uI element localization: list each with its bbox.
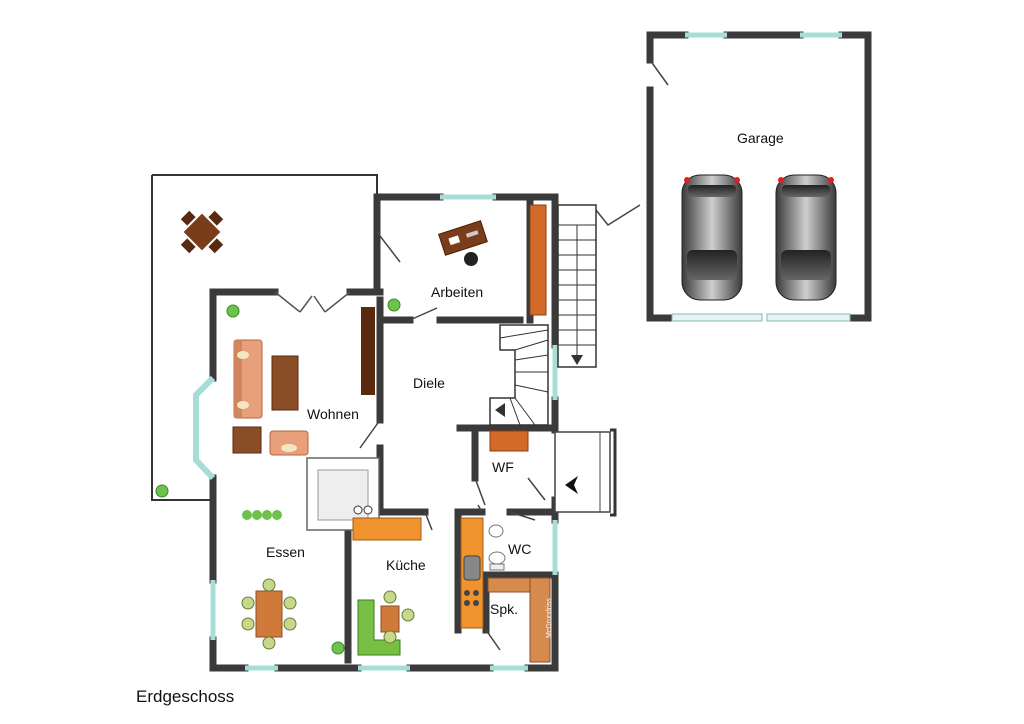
plant-icon	[331, 641, 345, 655]
patio-table-icon	[180, 210, 224, 254]
garage-connection-door	[595, 204, 641, 226]
kitchen-counter	[352, 517, 422, 541]
sink-icon	[488, 524, 504, 538]
armchair-icon	[269, 430, 309, 456]
car-icon	[681, 174, 743, 301]
room-label-wohnen: Wohnen	[307, 406, 359, 422]
room-label-wf: WF	[492, 459, 514, 475]
room-label-wc: WC	[508, 541, 531, 557]
patio-door	[274, 291, 351, 313]
entrance-porch	[554, 428, 617, 517]
sink-icon	[463, 555, 481, 581]
garage-walls	[646, 31, 872, 322]
house-windows	[210, 194, 558, 671]
plant-icon	[226, 304, 240, 318]
room-label-arbeiten: Arbeiten	[431, 284, 483, 300]
sofa-icon	[233, 339, 263, 419]
garage-doors	[649, 59, 851, 322]
coffee-table	[271, 355, 299, 411]
doors	[359, 231, 546, 651]
tv-cabinet	[361, 307, 375, 395]
entrance-arrow-icon	[565, 476, 578, 494]
bookshelf	[529, 204, 547, 316]
room-label-spk: Spk.	[490, 601, 518, 617]
stove-knob	[363, 505, 373, 515]
stairs-icon	[557, 204, 597, 368]
house-walls	[209, 193, 559, 672]
floor-title: Erdgeschoss	[136, 687, 235, 706]
room-label-diele: Diele	[413, 375, 445, 391]
dining-table-icon	[241, 578, 297, 650]
bay-window	[193, 375, 216, 481]
watermark: McGrundriss	[546, 598, 553, 638]
stove-knob	[353, 505, 363, 515]
room-label-kueche: Küche	[386, 557, 426, 573]
plant-icon	[155, 484, 169, 498]
office-chair	[464, 252, 478, 266]
side-table	[232, 426, 262, 454]
room-label-essen: Essen	[266, 544, 305, 560]
stairs-icon	[489, 324, 549, 426]
wardrobe	[489, 430, 529, 452]
stove-icon	[464, 590, 479, 606]
breakfast-table	[380, 590, 415, 644]
pantry-shelf	[529, 577, 551, 663]
car-icon	[775, 174, 837, 301]
desk-icon	[438, 220, 488, 256]
toilet-icon	[488, 551, 506, 571]
plant-icon	[387, 298, 401, 312]
room-label-garage: Garage	[737, 130, 784, 146]
terrace-outline	[151, 174, 378, 501]
plant-icon	[242, 510, 282, 520]
